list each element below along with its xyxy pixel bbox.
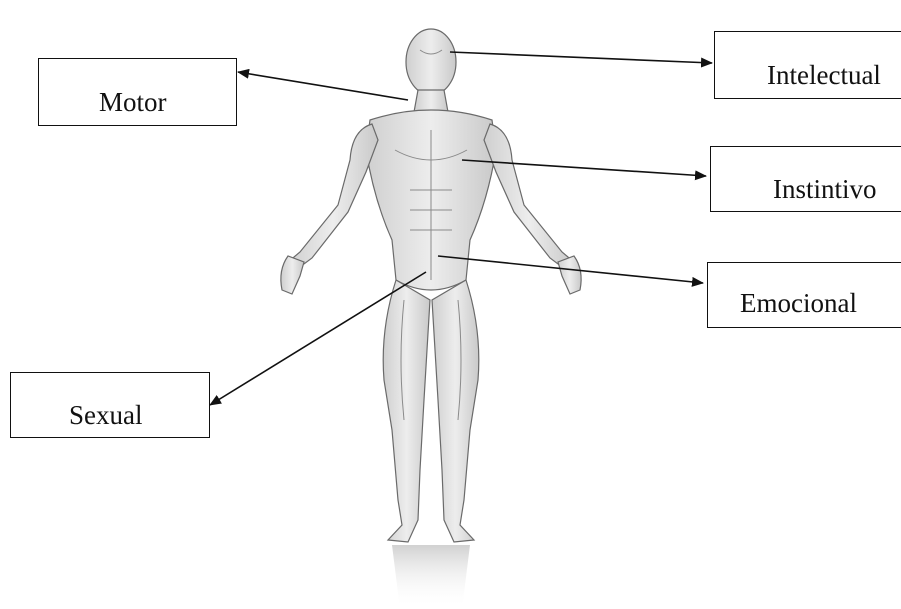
label-box-motor: Motor <box>38 58 237 126</box>
label-box-sexual: Sexual <box>10 372 210 438</box>
label-motor: Motor <box>99 87 167 118</box>
arrow-sexual <box>210 272 426 405</box>
arrow-instintivo <box>462 160 706 176</box>
label-box-emocional: Emocional <box>707 262 901 328</box>
label-sexual: Sexual <box>69 400 143 431</box>
label-emocional: Emocional <box>740 288 857 319</box>
label-box-instintivo: Instintivo <box>710 146 901 212</box>
arrow-motor <box>238 72 408 100</box>
arrow-emocional <box>438 256 703 283</box>
arrow-intelectual <box>450 52 712 63</box>
label-instintivo: Instintivo <box>773 174 877 205</box>
label-box-intelectual: Intelectual <box>714 31 901 99</box>
label-intelectual: Intelectual <box>767 60 881 91</box>
